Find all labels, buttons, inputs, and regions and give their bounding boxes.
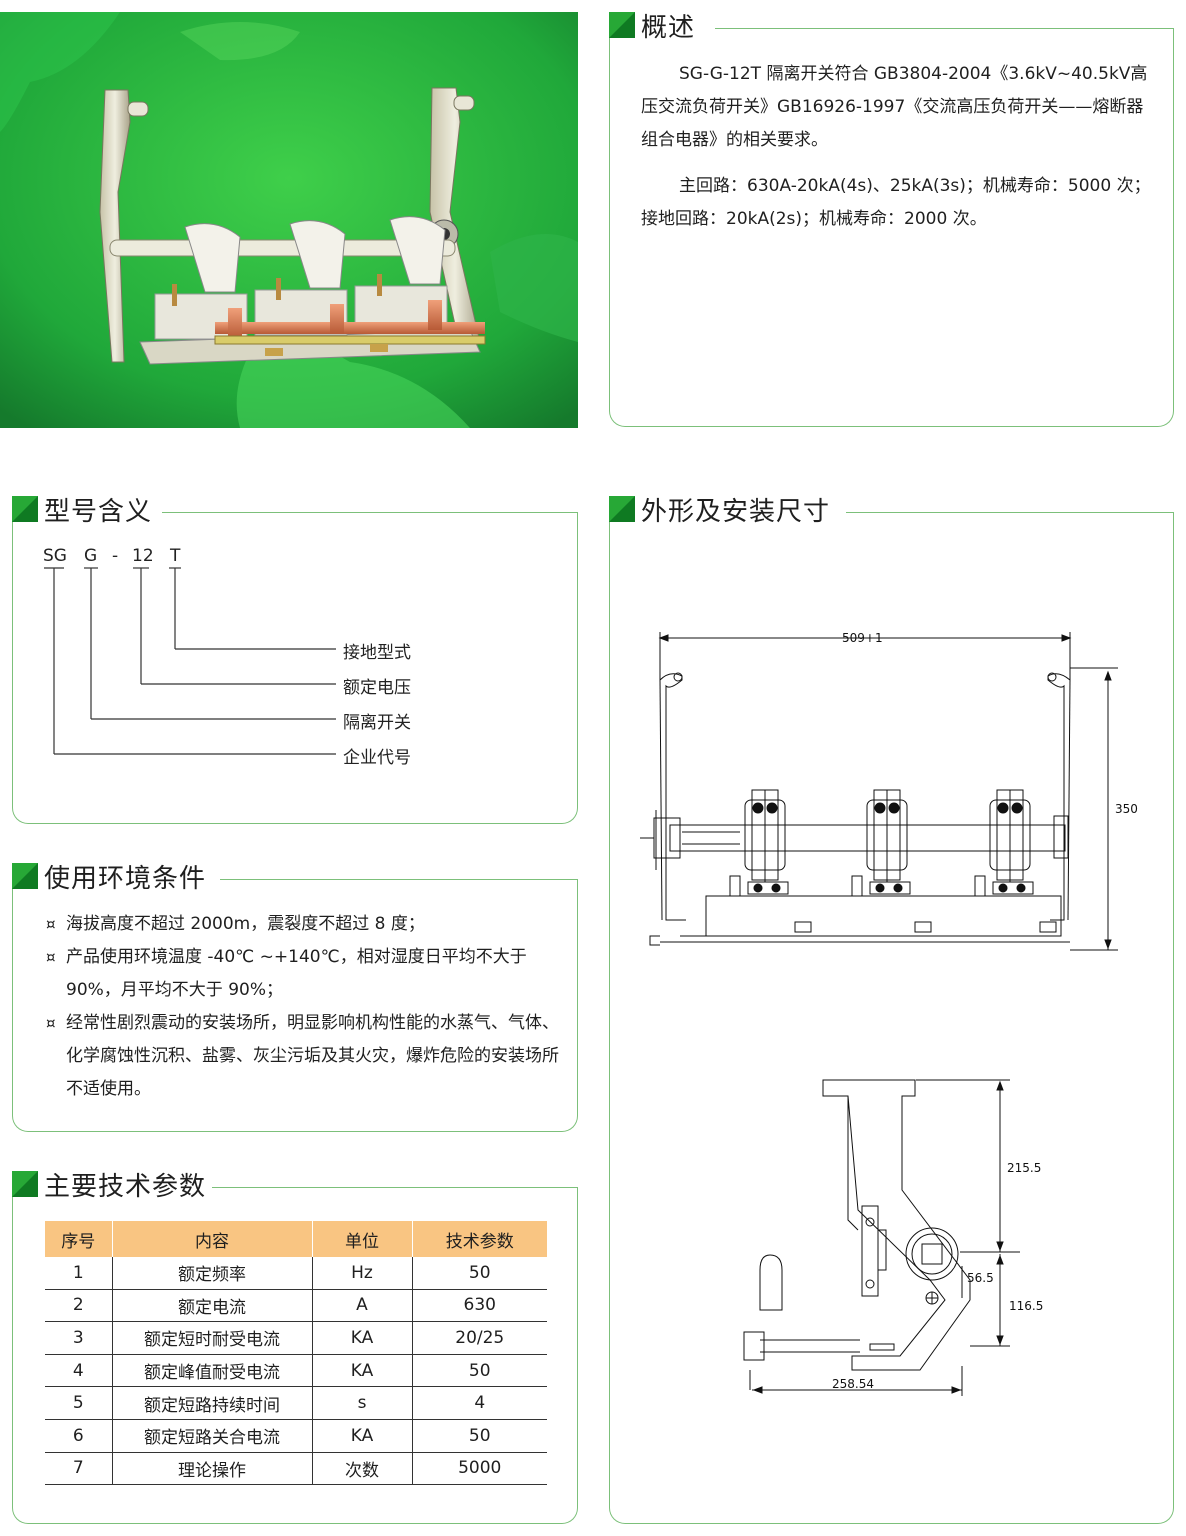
bullet-icon: ¤ (46, 915, 56, 933)
bullet-icon: ¤ (46, 948, 56, 966)
section-marker-icon (609, 496, 635, 522)
dimensions-panel-top-line (846, 512, 1174, 513)
code-sg: SG (43, 546, 67, 566)
environment-panel (12, 879, 578, 1132)
dimensions-title: 外形及安装尺寸 (641, 496, 831, 527)
overview-para-1: SG-G-12T 隔离开关符合 GB3804-2004《3.6kV~40.5kV… (641, 64, 1148, 150)
code-g: G (84, 546, 98, 566)
model-title: 型号含义 (44, 496, 153, 527)
product-photo (0, 12, 578, 428)
bullet-icon: ¤ (46, 1014, 56, 1032)
dim-side-width: 258.54 (832, 1377, 874, 1391)
env-item-1: ¤ 海拔高度不超过 2000m，震裂度不超过 8 度； (46, 908, 566, 941)
params-panel-top-line (212, 1187, 577, 1188)
dim-side-lower: 116.5 (1009, 1299, 1044, 1313)
col-header: 单位 (311, 1221, 412, 1257)
code-dash: - (112, 546, 119, 566)
section-marker-icon (609, 12, 635, 38)
col-header: 内容 (111, 1221, 312, 1257)
params-panel (12, 1187, 578, 1524)
env-item-2: ¤ 产品使用环境温度 -40℃ ~+140℃，相对湿度日平均不大于 90%，月平… (46, 941, 566, 1007)
env-item-3: ¤ 经常性剧烈震动的安装场所，明显影响机构性能的水蒸气、气体、化学腐蚀性沉积、盐… (46, 1007, 566, 1106)
code-t: T (170, 546, 181, 566)
overview-header: 概述 (609, 8, 696, 43)
params-header: 主要技术参数 (12, 1167, 207, 1202)
params-title: 主要技术参数 (44, 1171, 207, 1202)
environment-title: 使用环境条件 (44, 863, 207, 894)
overview-panel (609, 28, 1174, 427)
environment-header: 使用环境条件 (12, 859, 207, 894)
dim-side-upper: 215.5 (1007, 1161, 1042, 1175)
meaning-grounding-type: 接地型式 (343, 643, 411, 663)
dim-front-height: 350 (1115, 802, 1138, 816)
table-header-row: 序号 内容 单位 技术参数 (45, 1221, 547, 1257)
section-marker-icon (12, 863, 38, 889)
model-leader-lines (44, 567, 336, 755)
model-header: 型号含义 (12, 492, 153, 527)
section-marker-icon (12, 496, 38, 522)
overview-para-2: 主回路：630A-20kA(4s)、25kA(3s)；机械寿命：5000 次；接… (641, 176, 1151, 229)
front-view-drawing (640, 632, 1118, 951)
meaning-isolation-switch: 隔离开关 (343, 713, 411, 733)
col-header: 技术参数 (411, 1221, 547, 1257)
meaning-rated-voltage: 额定电压 (343, 678, 411, 698)
overview-panel-top-line (715, 28, 1174, 29)
side-view-drawing (743, 1079, 1020, 1396)
dim-side-mid: 56.5 (967, 1271, 994, 1285)
section-marker-icon (12, 1171, 38, 1197)
overview-title: 概述 (641, 12, 696, 43)
code-12: 12 (132, 546, 154, 566)
environment-panel-top-line (220, 879, 577, 880)
meaning-company-code: 企业代号 (343, 748, 411, 768)
model-panel-top-line (162, 512, 577, 513)
dim-front-width: 509+1 (842, 631, 883, 645)
dimensions-panel (609, 512, 1174, 1524)
model-panel (12, 512, 578, 824)
col-header: 序号 (45, 1221, 112, 1257)
dimensions-header: 外形及安装尺寸 (609, 492, 831, 527)
